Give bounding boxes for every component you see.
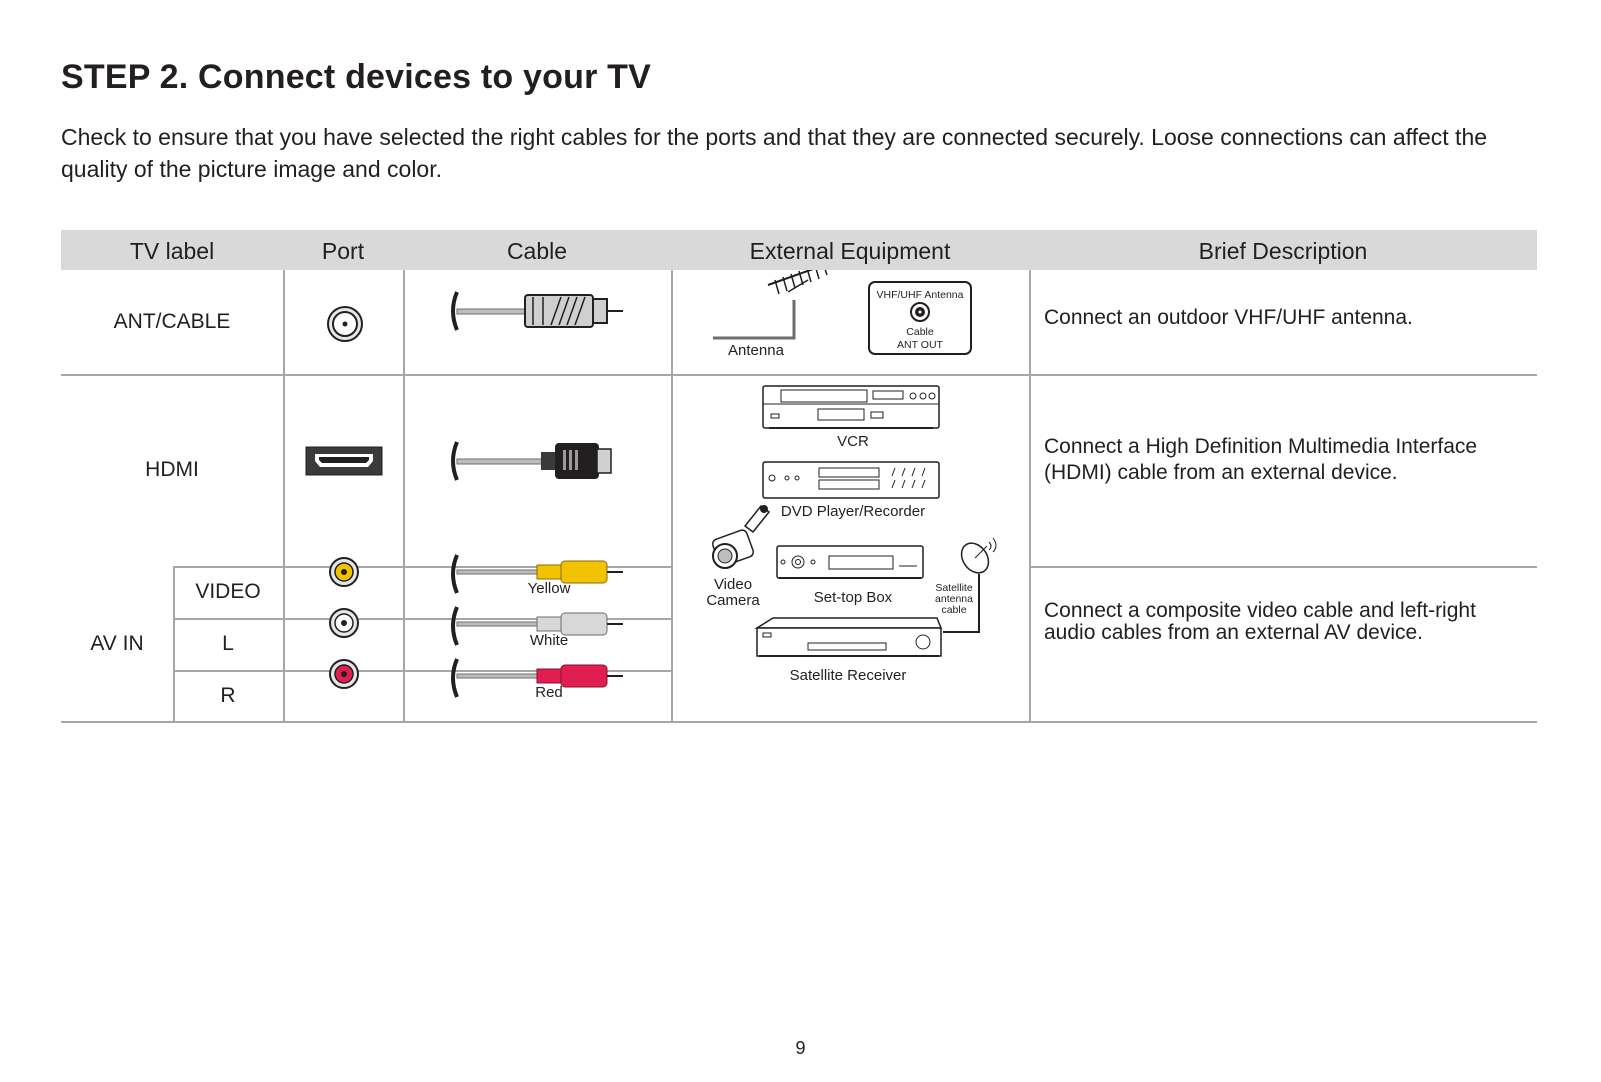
white-rca-port-icon bbox=[329, 608, 359, 638]
column-divider bbox=[173, 566, 175, 722]
connection-table: TV label Port Cable External Equipment B… bbox=[61, 230, 1537, 723]
red-rca-cable-icon: Red bbox=[451, 658, 623, 701]
header-tv-label: TV label bbox=[129, 238, 215, 264]
row-divider bbox=[173, 618, 671, 620]
label-audio-left: L bbox=[222, 632, 234, 655]
column-divider bbox=[671, 270, 673, 722]
label-ant-cable: ANT/CABLE bbox=[113, 310, 231, 333]
header-external-equipment: External Equipment bbox=[749, 238, 951, 264]
antenna-equipment: Antenna VHF/UHF Antenna Cable ANT OUT bbox=[713, 270, 972, 359]
satellite-cable-label-line1: Satellite bbox=[935, 582, 973, 594]
column-divider bbox=[403, 270, 405, 722]
wall-plate-ant-out-label: ANT OUT bbox=[897, 339, 943, 351]
antenna-label: Antenna bbox=[728, 342, 785, 359]
wall-plate: VHF/UHF Antenna Cable ANT OUT bbox=[868, 281, 972, 355]
description-ant-cable: Connect an outdoor VHF/UHF antenna. bbox=[1044, 306, 1413, 329]
row-divider bbox=[173, 670, 671, 672]
row-divider bbox=[173, 566, 671, 568]
intro-paragraph: Check to ensure that you have selected t… bbox=[61, 124, 1488, 182]
satellite-receiver-icon bbox=[754, 617, 943, 657]
table-bottom-rule bbox=[61, 721, 1537, 723]
wall-plate-cable-label: Cable bbox=[906, 326, 934, 338]
yellow-rca-cable-icon: Yellow bbox=[451, 554, 623, 597]
satellite-cable-label-line3: cable bbox=[941, 604, 966, 616]
label-hdmi: HDMI bbox=[145, 458, 199, 481]
row-divider bbox=[61, 374, 1537, 376]
hdmi-cable-icon bbox=[451, 441, 612, 481]
page-title: STEP 2. Connect devices to your TV bbox=[61, 58, 651, 96]
row-divider bbox=[1029, 566, 1537, 568]
label-video: VIDEO bbox=[195, 580, 261, 603]
label-av-in: AV IN bbox=[90, 632, 144, 655]
column-divider bbox=[1029, 270, 1031, 722]
wall-plate-title: VHF/UHF Antenna bbox=[877, 289, 964, 301]
satellite-cable-label-line2: antenna bbox=[935, 593, 973, 605]
header-port: Port bbox=[321, 238, 365, 264]
av-devices-illustration: VCR DVD Player/Recorder Video Camera bbox=[706, 385, 997, 684]
label-audio-right: R bbox=[220, 684, 236, 707]
coax-cable-icon bbox=[451, 291, 623, 331]
page-number: 9 bbox=[795, 1038, 806, 1058]
description-hdmi: Connect a High Definition Multimedia Int… bbox=[1044, 435, 1478, 484]
dvd-label: DVD Player/Recorder bbox=[781, 503, 925, 520]
yellow-rca-port-icon bbox=[329, 557, 359, 587]
cable-color-red: Red bbox=[535, 684, 563, 701]
video-camera-label-line1: Video bbox=[714, 576, 752, 593]
header-cable: Cable bbox=[506, 238, 568, 264]
white-rca-cable-icon: White bbox=[451, 606, 623, 649]
red-rca-port-icon bbox=[329, 659, 359, 689]
header-brief-description: Brief Description bbox=[1198, 238, 1368, 264]
vcr-label: VCR bbox=[837, 433, 869, 450]
satellite-receiver-label: Satellite Receiver bbox=[790, 667, 907, 684]
set-top-box-label: Set-top Box bbox=[814, 589, 893, 606]
coax-port-icon bbox=[327, 306, 363, 342]
satellite-dish-icon bbox=[943, 537, 997, 633]
video-camera-icon bbox=[711, 504, 771, 569]
antenna-icon bbox=[713, 270, 828, 340]
cable-color-white: White bbox=[530, 632, 568, 649]
description-av-in: Connect a composite video cable and left… bbox=[1044, 599, 1476, 644]
video-camera-label-line2: Camera bbox=[706, 592, 760, 609]
hdmi-port-icon bbox=[305, 446, 383, 476]
set-top-box-icon bbox=[776, 545, 924, 579]
cable-color-yellow: Yellow bbox=[528, 580, 571, 597]
table-header: TV label Port Cable External Equipment B… bbox=[61, 230, 1537, 270]
column-divider bbox=[283, 270, 285, 722]
dvd-player-icon bbox=[762, 461, 940, 499]
vcr-icon bbox=[762, 385, 940, 429]
